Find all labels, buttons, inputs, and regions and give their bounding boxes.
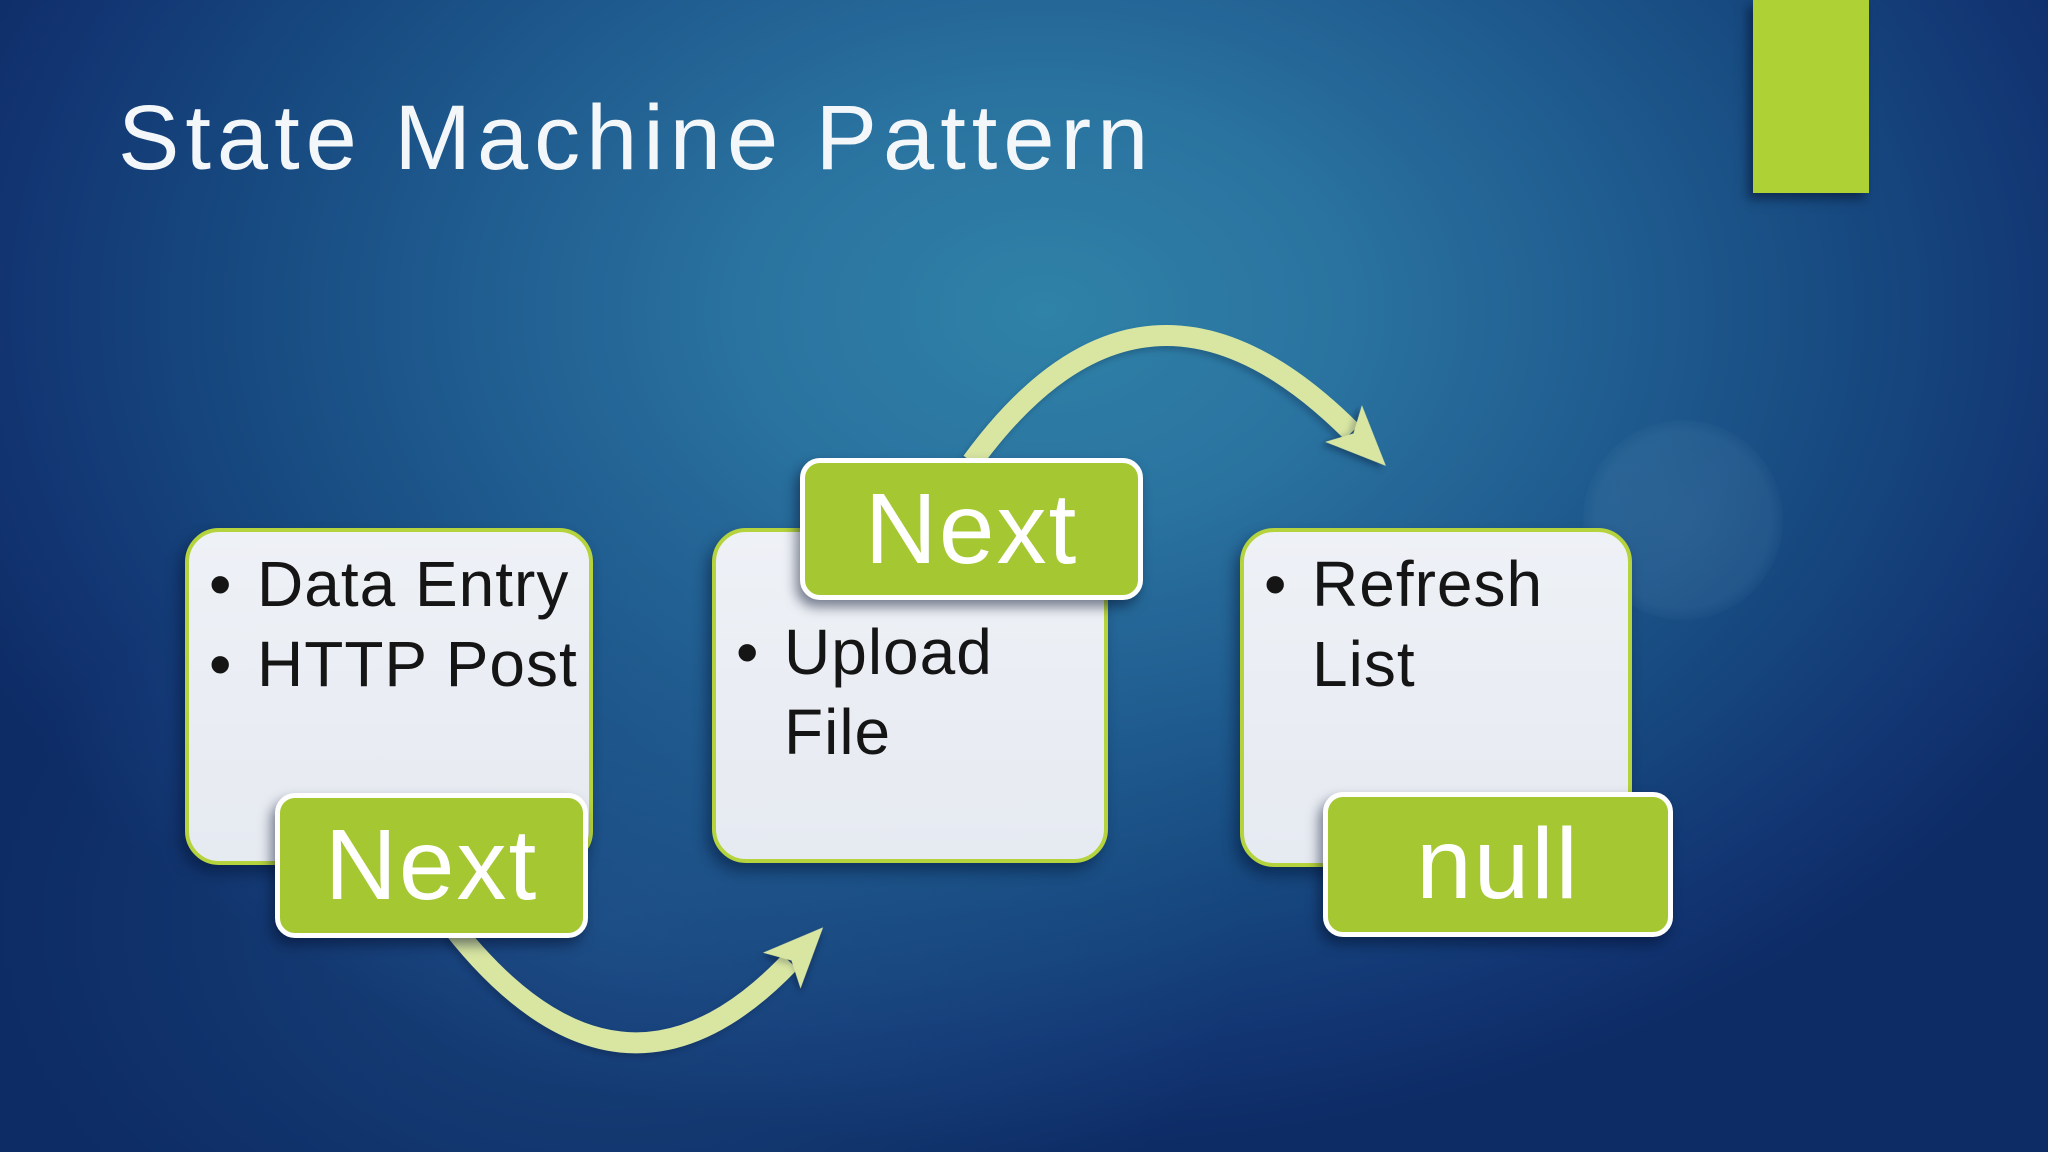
arrow-state1-to-state2-icon (443, 919, 824, 1054)
bullet-line: • Upload File (716, 612, 1104, 772)
bullet-dot: • (736, 616, 759, 688)
bullet-line: • Refresh List (1244, 544, 1628, 704)
accent-bar (1753, 0, 1869, 193)
bullet-line: • Data Entry (189, 544, 589, 624)
bullet-text: Refresh List (1312, 548, 1544, 700)
bullet-dot: • (209, 548, 232, 620)
state-1-next-action: Next (275, 793, 588, 938)
slide-title: State Machine Pattern (118, 87, 1155, 189)
bullet-line: • HTTP Post (189, 624, 589, 704)
bullet-text: HTTP Post (257, 628, 578, 700)
state-2-next-action: Next (800, 458, 1143, 600)
bullet-text: Data Entry (257, 548, 570, 620)
bullet-text: Upload File (784, 616, 993, 768)
arrow-state2-to-state3-icon (963, 325, 1386, 469)
bullet-dot: • (1264, 548, 1287, 620)
state-3-null-action: null (1323, 792, 1673, 937)
bullet-dot: • (209, 628, 232, 700)
